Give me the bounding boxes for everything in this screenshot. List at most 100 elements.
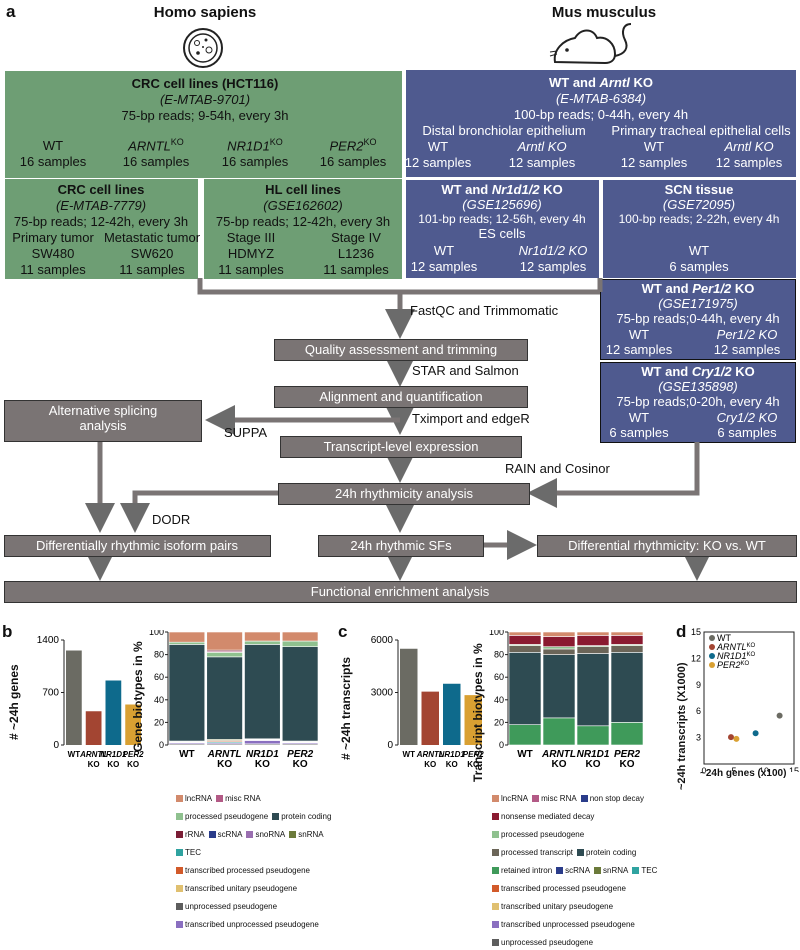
b-y-tick-label: 1400: [37, 635, 60, 646]
d-legend-swatch: [709, 644, 715, 650]
legend-label: unprocessed pseudogene: [185, 902, 278, 911]
c-x-label: NR1D1: [439, 750, 466, 759]
star-label: STAR and Salmon: [412, 363, 519, 378]
arntl-right-g1: WT: [643, 139, 665, 154]
c-stack-seg-processed-transcript: [576, 646, 610, 654]
c-stack-seg-retained-intron: [542, 717, 576, 746]
scn-box: SCN tissue (GSE72095) 100-bp reads; 2-22…: [603, 180, 796, 278]
legend-swatch: [176, 795, 183, 803]
per-title: WT and Per1/2 KO: [641, 281, 755, 296]
d-x-tick-label: 0: [701, 766, 706, 772]
c-x-label: ARNTL: [416, 750, 444, 759]
legend-item: lncRNA: [492, 794, 528, 804]
d-legend-swatch: [709, 653, 715, 659]
align-box: Alignment and quantification: [274, 386, 528, 408]
legend-item: misc RNA: [532, 794, 577, 804]
d-legend-swatch: [709, 635, 715, 641]
nr1d-box: WT and Nr1d1/2 KO (GSE125696) 101-bp rea…: [406, 180, 599, 278]
b-stack-x-label: NR1D1: [246, 749, 279, 760]
quality-label: Quality assessment and trimming: [304, 342, 498, 357]
nr1d-reads: 101-bp reads; 12-56h, every 4h: [418, 212, 586, 226]
nr1d-n2: 12 samples: [519, 259, 587, 274]
d-xlabel: ~24h genes (x100): [700, 768, 787, 779]
per-box: WT and Per1/2 KO (GSE171975) 75-bp reads…: [600, 279, 796, 360]
legend-label: transcribed processed pseudogene: [501, 884, 626, 893]
b-bar-3: [125, 704, 141, 745]
per-n1: 12 samples: [605, 342, 673, 357]
legend-label: nonsense mediated decay: [501, 812, 595, 821]
functional-box: Functional enrichment analysis: [4, 581, 797, 603]
c-stack-seg-processed-transcript: [508, 645, 542, 653]
c-x-label: KO: [424, 760, 436, 769]
legend-label: TEC: [185, 848, 201, 857]
b-bar-1: [85, 711, 102, 745]
b-stack-seg-transcribed-unprocessed-pseudogene: [244, 740, 281, 745]
arntl-reads: 100-bp reads; 0-44h, every 4h: [513, 107, 689, 122]
b-stack-x-label: KO: [217, 759, 232, 770]
c-stack-seg-retained-intron: [610, 722, 644, 746]
b-stack-y-tick-label: 0: [159, 740, 164, 750]
c-stack-y-tick-label: 80: [494, 650, 504, 660]
legend-swatch: [556, 867, 564, 875]
legend-swatch: [492, 831, 499, 839]
arntl-box: WT and Arntl KO (E-MTAB-6384) 100-bp rea…: [404, 70, 796, 177]
petri-dish-icon: [183, 28, 223, 68]
c-stack-seg-lncRNA: [610, 631, 644, 636]
arntl-right-n2: 12 samples: [715, 155, 783, 170]
cry-g2: Cry1/2 KO: [716, 410, 778, 425]
legend-swatch: [176, 831, 183, 839]
legend-item: unprocessed pseudogene: [492, 938, 593, 948]
legend-label: scRNA: [217, 830, 243, 839]
b-stack-seg-processed-pseudogene: [281, 640, 319, 647]
cry-n2: 6 samples: [717, 425, 777, 440]
legend-item: protein coding: [577, 848, 636, 858]
arntl-left-n1: 12 samples: [404, 155, 472, 170]
b-ylabel: # ~24h genes: [7, 664, 21, 740]
b-bar-0: [66, 650, 82, 745]
legend-swatch: [216, 795, 224, 803]
legend-label: lncRNA: [501, 794, 529, 803]
legend-swatch: [176, 867, 183, 875]
hl-left-l1: Stage III: [226, 230, 276, 245]
d-point-2: [752, 730, 759, 737]
b-x-label: WT: [68, 750, 81, 759]
d-legend-label: NR1D1KO: [717, 651, 756, 661]
sfs-label: 24h rhythmic SFs: [350, 538, 452, 553]
sfs-box: 24h rhythmic SFs: [318, 535, 484, 557]
nr1d-g2: Nr1d1/2 KO: [518, 243, 588, 258]
panel-d-letter: d: [676, 622, 687, 641]
legend-swatch: [176, 885, 183, 893]
d-legend-swatch: [709, 662, 715, 668]
c-y-tick-label: 3000: [371, 688, 394, 699]
c-stack-y-tick-label: 40: [494, 695, 504, 705]
c-stack-ylabel: Transcript biotypes in %: [471, 643, 485, 782]
crc1-accession: (E-MTAB-9701): [159, 92, 251, 107]
legend-item: lncRNA: [176, 794, 212, 804]
rhythm-box: 24h rhythmicity analysis: [278, 483, 530, 505]
crc1-group-arntl: ARNTLKO: [128, 137, 184, 154]
b-stack-x-label: WT: [179, 749, 195, 760]
b-stack-x-label: ARNTL: [207, 749, 242, 760]
b-stack-y-tick-label: 20: [154, 717, 164, 727]
crc2-right-l1: Metastatic tumor: [103, 230, 201, 245]
legend-swatch: [176, 903, 183, 911]
b-stack-seg-protein-coding: [281, 646, 319, 742]
crc2-right-n: 11 samples: [119, 262, 185, 277]
c-stack-x-label: KO: [586, 759, 601, 770]
c-stack-seg-processed-transcript: [542, 648, 576, 655]
d-plot-frame: [703, 631, 795, 765]
c-stack-seg-nonsense-mediated-decay: [542, 636, 576, 647]
hl-right-l2: L1236: [337, 246, 375, 261]
c-stack-y-tick-label: 20: [494, 717, 504, 727]
c-stack-x-label: WT: [517, 749, 533, 760]
c-bar-3: [464, 695, 482, 745]
rhythm-label: 24h rhythmicity analysis: [335, 486, 473, 501]
crc2-right-l2: SW620: [130, 246, 174, 261]
quality-box: Quality assessment and trimming: [274, 339, 528, 361]
panel-a-letter: a: [6, 2, 16, 21]
hl-box: HL cell lines (GSE162602) 75-bp reads; 1…: [203, 178, 403, 280]
functional-label: Functional enrichment analysis: [310, 584, 490, 599]
